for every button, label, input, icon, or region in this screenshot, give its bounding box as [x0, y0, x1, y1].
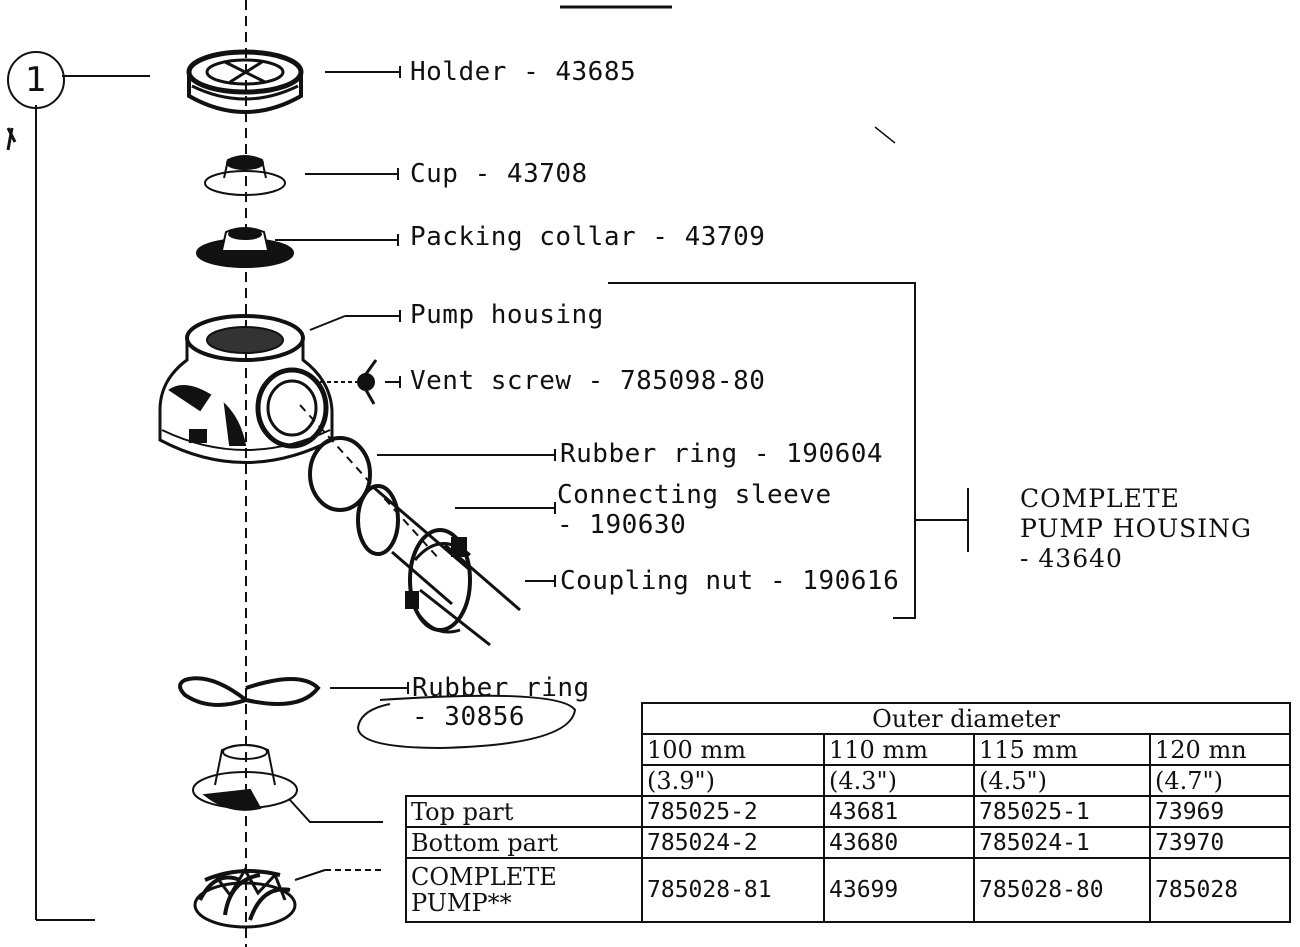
- column-header-mm: 115 mm: [973, 733, 1151, 766]
- table-cell: 73970: [1149, 826, 1291, 859]
- rubber-ring-30856-drawing: [178, 676, 321, 707]
- row-label-complete: COMPLETE: [411, 863, 557, 891]
- label-vent-screw: Vent screw - 785098-80: [410, 366, 766, 396]
- label-cup: Cup - 43708: [410, 159, 588, 189]
- pump-housing-drawing: [158, 314, 334, 464]
- table-header-outer-diameter: Outer diameter: [641, 702, 1291, 735]
- table-cell: 785028: [1149, 857, 1291, 923]
- rubber-ring-190604-drawing: [308, 436, 372, 512]
- table-row: Top part 785025-2 43681 785025-1 73969: [405, 795, 1291, 828]
- table-cell: 43699: [823, 857, 975, 923]
- column-header-mm: 110 mm: [823, 733, 975, 766]
- assembly-line-2: PUMP HOUSING: [1020, 514, 1253, 543]
- outer-diameter-table: Outer diameter 100 mm 110 mm 115 mm 120 …: [405, 702, 1291, 923]
- column-header-inch: (4.3"): [823, 764, 975, 797]
- vent-screw-drawing: [320, 359, 378, 405]
- assembly-line-1: COMPLETE: [1020, 484, 1180, 513]
- table-cell: 73969: [1149, 795, 1291, 828]
- label-connecting-sleeve: Connecting sleeve: [557, 480, 832, 510]
- label-connecting-sleeve-number: - 190630: [557, 510, 687, 540]
- holder-drawing: [186, 49, 304, 114]
- column-header-inch: (4.5"): [973, 764, 1151, 797]
- row-label-complete-pump: COMPLETE PUMP**: [405, 857, 643, 923]
- callout-number-circle: 1: [7, 51, 65, 109]
- label-pump-housing: Pump housing: [410, 300, 604, 330]
- table-row: Bottom part 785024-2 43680 785024-1 7397…: [405, 826, 1291, 859]
- label-holder: Holder - 43685: [410, 57, 637, 87]
- row-label-pump: PUMP**: [411, 889, 512, 917]
- column-header-inch: (3.9"): [641, 764, 825, 797]
- column-header-mm: 100 mm: [641, 733, 825, 766]
- connecting-sleeve-drawing: [356, 484, 521, 647]
- table-cell: 785024-1: [973, 826, 1151, 859]
- table-cell: 785025-1: [973, 795, 1151, 828]
- column-header-mm: 120 mn: [1149, 733, 1291, 766]
- label-rubber-ring-30856: Rubber ring: [412, 673, 590, 703]
- row-label-bottom-part: Bottom part: [405, 826, 643, 859]
- column-header-inch: (4.7"): [1149, 764, 1291, 797]
- label-packing-collar: Packing collar - 43709: [410, 222, 766, 252]
- table-cell: 785025-2: [641, 795, 825, 828]
- table-cell: 43681: [823, 795, 975, 828]
- label-rubber-ring-190604: Rubber ring - 190604: [560, 439, 884, 469]
- impeller-drawing: [193, 867, 297, 929]
- pump-housing-bracket: [608, 282, 916, 619]
- top-part-drawing: [192, 744, 298, 811]
- cup-drawing: [204, 155, 286, 196]
- assembly-line-3: - 43640: [1020, 544, 1123, 573]
- table-cell: 785028-81: [641, 857, 825, 923]
- packing-collar-drawing: [196, 227, 294, 268]
- complete-pump-housing-label: COMPLETE PUMP HOUSING - 43640: [1020, 484, 1252, 574]
- row-label-top-part: Top part: [405, 795, 643, 828]
- table-cell: 785028-80: [973, 857, 1151, 923]
- table-cell: 785024-2: [641, 826, 825, 859]
- table-cell: 43680: [823, 826, 975, 859]
- coupling-nut-drawing: [405, 528, 472, 634]
- table-row: COMPLETE PUMP** 785028-81 43699 785028-8…: [405, 857, 1291, 923]
- label-coupling-nut: Coupling nut - 190616: [560, 566, 900, 596]
